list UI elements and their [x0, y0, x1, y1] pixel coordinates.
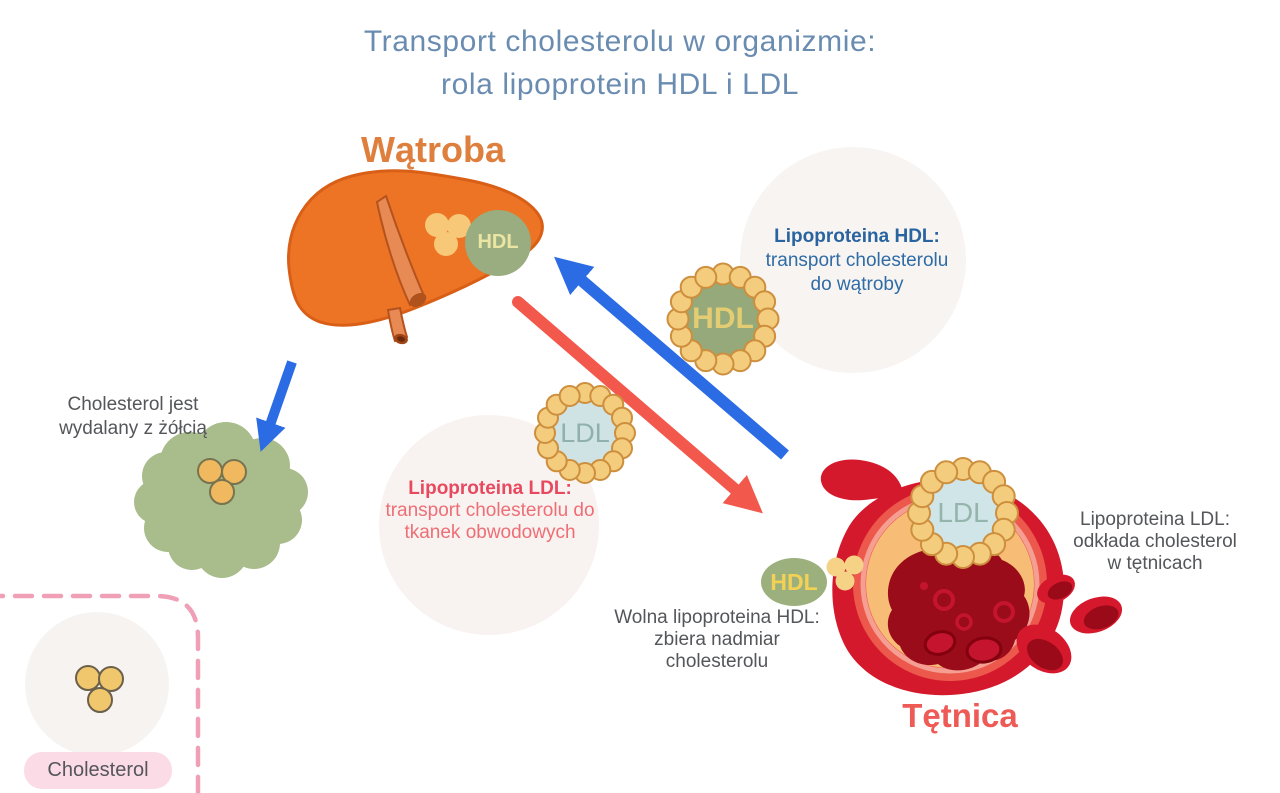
- artery-label: Tętnica: [902, 697, 1018, 734]
- hdl-info-circle: [740, 147, 966, 373]
- artery-cholesterol-icon: [826, 555, 864, 591]
- free-hdl-caption: Wolna lipoproteina HDL: zbiera nadmiar c…: [599, 607, 835, 673]
- diagram-title: Transport cholesterolu w organizmie: rol…: [20, 20, 1220, 106]
- hdl-particle-label: HDL: [692, 302, 754, 335]
- ldl-info-heading: Lipoproteina LDL:: [408, 478, 572, 499]
- free-hdl-line-3: cholesterolu: [665, 651, 769, 672]
- ldl-info-circle: [379, 415, 599, 635]
- liver-vessel: [375, 194, 426, 307]
- ldl-deposit-caption: Lipoproteina LDL: odkłada cholesterol w …: [1040, 509, 1270, 575]
- title-line-2: rola lipoprotein HDL i LDL: [441, 68, 799, 101]
- artery-hdl-ellipse: [761, 558, 827, 606]
- free-hdl-line-2: zbiera nadmiar: [654, 629, 780, 650]
- hdl-particle-icon: [666, 262, 780, 376]
- bile-caption-line-2: wydalany z żółcią: [59, 418, 207, 439]
- hdl-info-line-1: transport cholesterolu: [765, 250, 949, 271]
- bile-arrow-icon: [256, 360, 297, 452]
- ldl-info-line-1: transport cholesterolu do: [385, 500, 595, 521]
- ldl-deposit-line-2: odkłada cholesterol: [1073, 531, 1237, 552]
- bile-caption: Cholesterol jest wydalany z żółcią: [13, 393, 253, 441]
- legend-label: Cholesterol: [47, 759, 149, 781]
- liver-vessel-2: [386, 306, 409, 343]
- hdl-info-line-2: do wątroby: [810, 274, 904, 295]
- artery-hdl-ellipse-label: HDL: [770, 569, 818, 595]
- bile-cholesterol-icon: [197, 458, 247, 505]
- free-hdl-line-1: Wolna lipoproteina HDL:: [614, 607, 820, 628]
- legend-border: [0, 593, 201, 793]
- ldl-info-line-2: tkanek obwodowych: [404, 522, 576, 543]
- liver-shape: [287, 169, 544, 327]
- ldl-to-artery-arrow-icon: [512, 296, 763, 514]
- ldl-info-text: Lipoproteina LDL: transport cholesterolu…: [358, 478, 622, 544]
- liver-label: Wątroba: [361, 129, 505, 170]
- liver-illustration: [287, 169, 544, 345]
- red-blood-cells: [1016, 574, 1123, 674]
- hdl-to-liver-arrow-icon: [554, 256, 789, 460]
- bile-caption-line-1: Cholesterol jest: [67, 394, 199, 415]
- ldl-deposit-line-1: Lipoproteina LDL:: [1080, 509, 1230, 530]
- ldl-deposit-line-3: w tętnicach: [1107, 553, 1203, 574]
- ldl-particle-icon: [534, 382, 636, 484]
- hdl-info-text: Lipoproteina HDL: transport cholesterolu…: [726, 225, 988, 297]
- artery-flap: [820, 459, 903, 501]
- liver-cholesterol-icon: [425, 213, 471, 256]
- legend-pill: Cholesterol: [24, 752, 172, 789]
- ldl-particle-label: LDL: [560, 418, 610, 448]
- bile-blob: [134, 422, 308, 578]
- artery-ldl-particle-label: LDL: [937, 497, 989, 528]
- lumen-blood-cells: [920, 582, 1015, 664]
- hdl-info-heading: Lipoproteina HDL:: [774, 226, 940, 247]
- title-line-1: Transport cholesterolu w organizmie:: [363, 25, 877, 58]
- liver-hdl-badge-label: HDL: [477, 231, 519, 253]
- artery-ldl-particle-icon: [907, 457, 1019, 569]
- legend-cholesterol-icon: [75, 665, 124, 713]
- liver-hdl-badge: [465, 210, 531, 276]
